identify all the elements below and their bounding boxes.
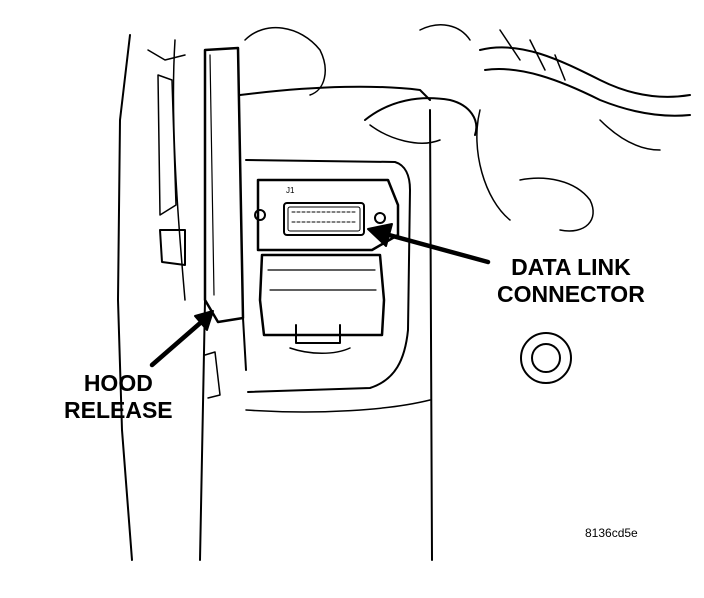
connector-pin-label: J1 xyxy=(286,186,295,195)
console-outline xyxy=(239,85,594,561)
trim-knob xyxy=(520,332,572,384)
hood-release-arrow xyxy=(149,310,214,368)
dash-panel xyxy=(117,34,186,561)
hood-release-label-line1: HOOD xyxy=(83,370,153,396)
data-link-label-line1: DATA LINK xyxy=(511,254,631,280)
hood-release-label: HOOD RELEASE xyxy=(64,370,173,424)
wiring-harness xyxy=(244,24,691,151)
figure-id: 8136cd5e xyxy=(585,526,638,540)
data-link-arrow xyxy=(367,223,491,265)
connector-bracket xyxy=(254,178,400,252)
data-link-label-line2: CONNECTOR xyxy=(497,281,645,307)
hood-release-trim xyxy=(199,46,247,561)
hood-release-label-line2: RELEASE xyxy=(64,397,173,423)
data-link-connector-label: DATA LINK CONNECTOR xyxy=(497,254,645,308)
connector-housing xyxy=(258,253,386,354)
